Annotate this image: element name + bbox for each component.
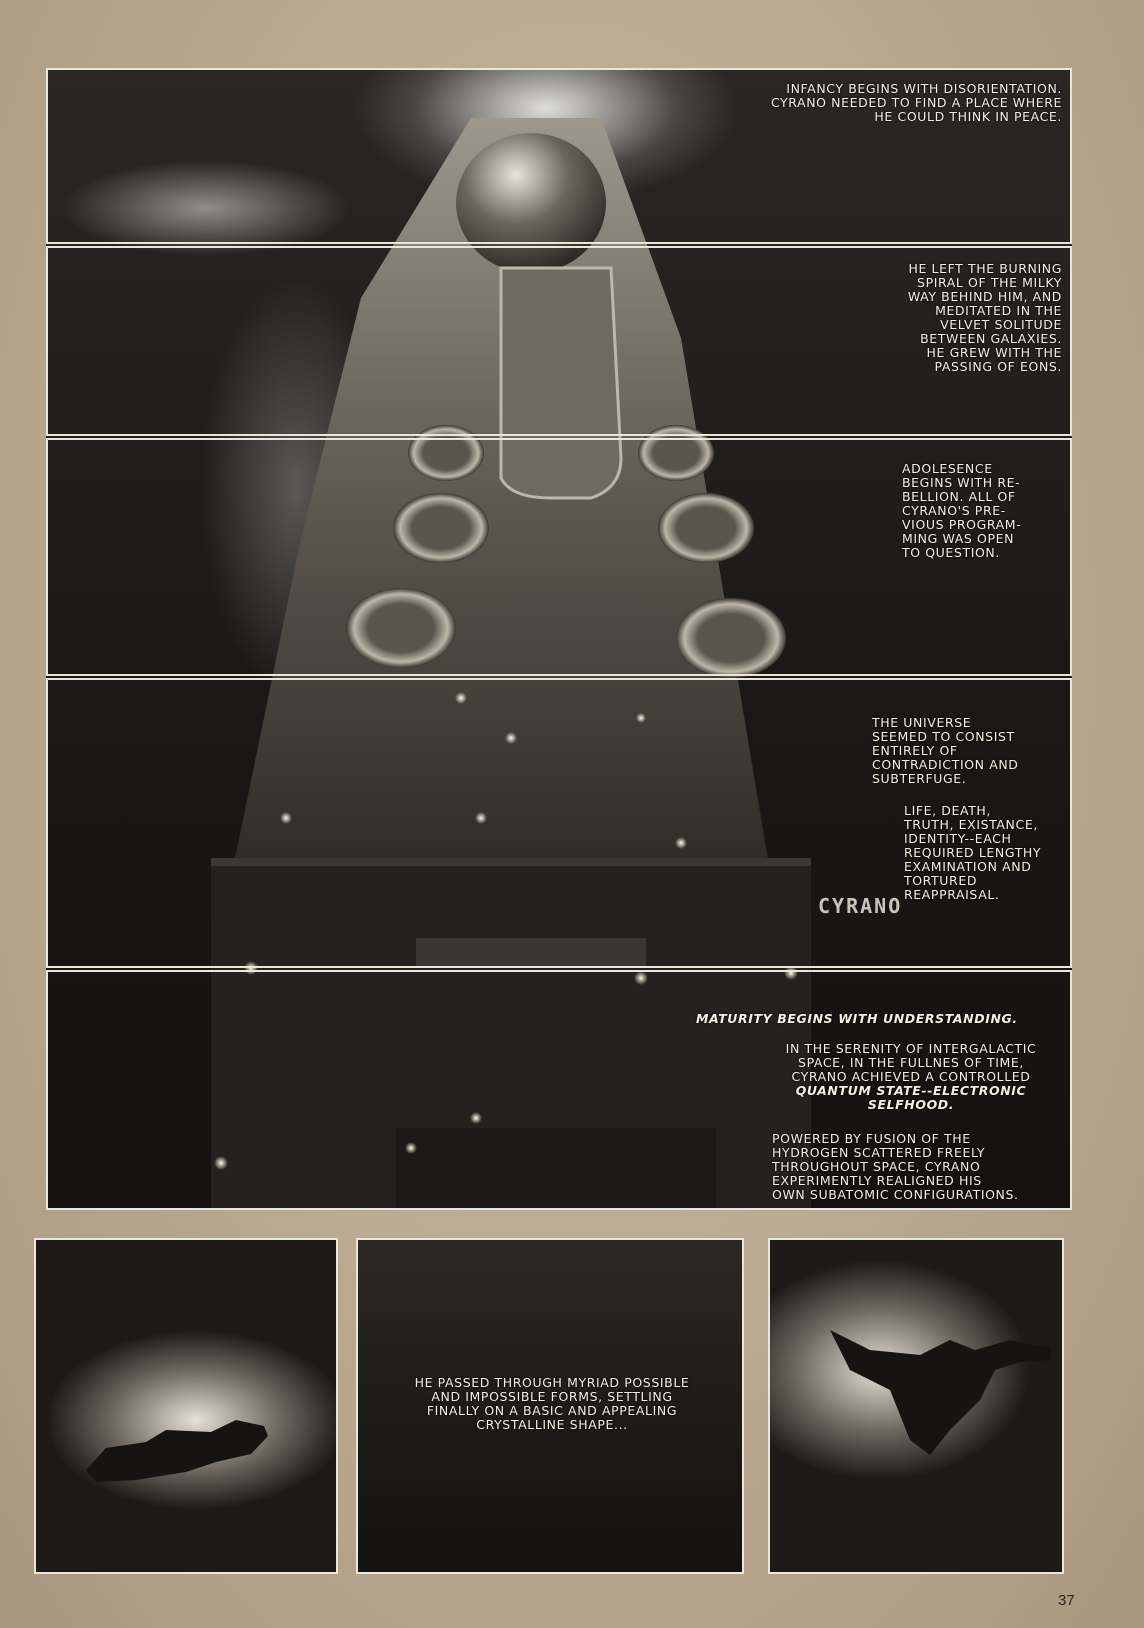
caption-panel-1: INFANCY BEGINS WITH DISORIENTATION. CYRA… — [770, 81, 1062, 124]
caption-panel-5a: IN THE SERENITY OF INTERGALACTIC SPACE, … — [785, 1041, 1037, 1112]
panel-3 — [46, 438, 1072, 676]
caption-panel-4a: THE UNIVERSE SEEMED TO CONSIST ENTIRELY … — [872, 715, 1019, 786]
caption-panel-3: ADOLESENCE BEGINS WITH RE- BELLION. ALL … — [902, 461, 1022, 560]
panel-4 — [46, 678, 1072, 968]
ship-name-sign: CYRANO — [818, 894, 903, 918]
caption-panel-5-heading: MATURITY BEGINS WITH UNDERSTANDING. — [696, 1011, 1018, 1026]
spaceship-artwork: CYRANO — [46, 68, 1072, 1210]
spaceship-illustration — [211, 118, 811, 1210]
panel-1 — [46, 68, 1072, 244]
caption-panel-2: HE LEFT THE BURNING SPIRAL OF THE MILKY … — [907, 261, 1062, 374]
caption-panel-7: HE PASSED THROUGH MYRIAD POSSIBLE AND IM… — [414, 1375, 690, 1432]
caption-panel-4b: LIFE, DEATH, TRUTH, EXISTANCE, IDENTITY-… — [904, 803, 1042, 902]
panel-5 — [46, 970, 1072, 1210]
crystalline-shape-silhouette-right — [830, 1330, 1052, 1455]
panel-7: HE PASSED THROUGH MYRIAD POSSIBLE AND IM… — [356, 1238, 744, 1574]
page-number: 37 — [1058, 1592, 1075, 1609]
panel-6 — [34, 1238, 338, 1574]
panel-2 — [46, 246, 1072, 436]
crystalline-shape-silhouette-left — [86, 1420, 268, 1482]
caption-panel-5b: POWERED BY FUSION OF THE HYDROGEN SCATTE… — [772, 1131, 1019, 1202]
bottom-panel-row: HE PASSED THROUGH MYRIAD POSSIBLE AND IM… — [0, 1238, 1144, 1574]
panel-8 — [768, 1238, 1064, 1574]
